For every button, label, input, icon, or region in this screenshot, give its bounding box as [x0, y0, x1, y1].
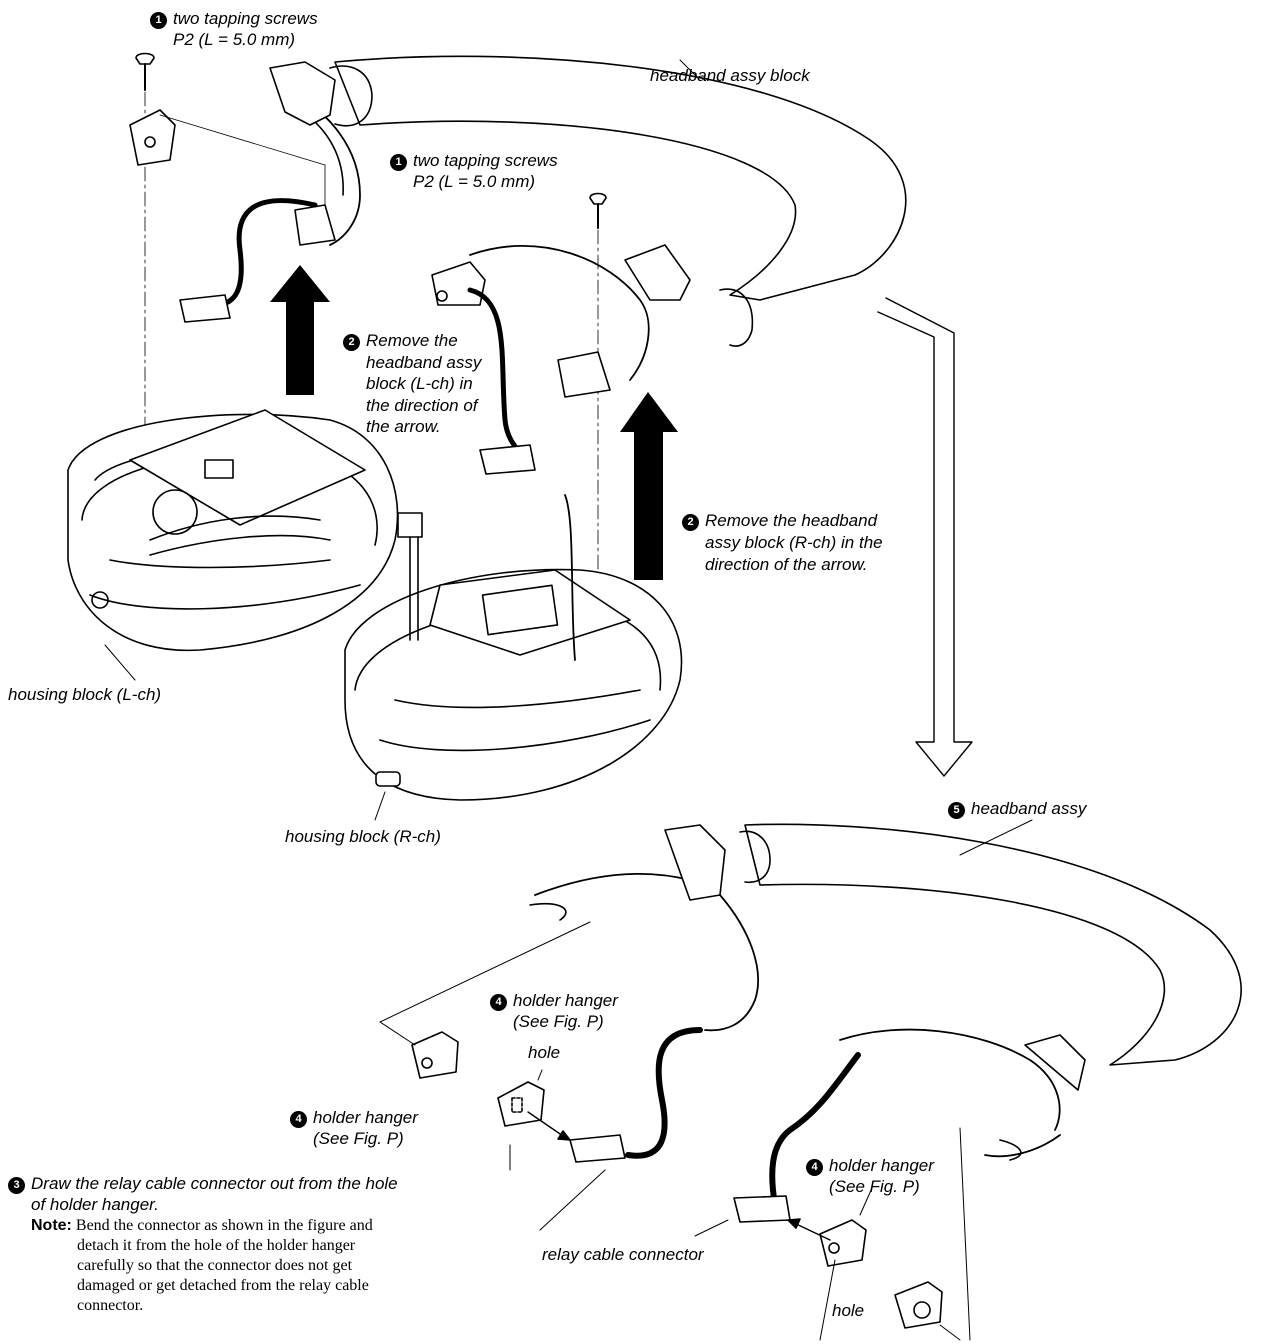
housing-rch-label: housing block (R-ch) — [285, 827, 441, 846]
screws-right-label: 1 two tapping screws P2 (L = 5.0 mm) — [390, 150, 558, 192]
remove-rch-line3: direction of the arrow. — [705, 555, 868, 574]
step-2-marker-left: 2 — [343, 334, 360, 351]
hole-bottom-label: hole — [832, 1301, 865, 1320]
holder-hanger-left-line1: holder hanger — [313, 1108, 418, 1127]
up-arrow-left — [270, 265, 330, 395]
holder-hanger-right-line1: holder hanger — [829, 1156, 934, 1175]
headband-assy-label: 5 headband assy — [948, 798, 1086, 819]
headband-assy-block-label: headband assy block — [650, 66, 810, 85]
remove-lch-line5: the arrow. — [366, 417, 441, 436]
holder-hanger-right-part — [894, 1281, 943, 1329]
housing-block-rch — [344, 494, 683, 801]
remove-lch-line1: Remove the — [366, 331, 458, 350]
hole-top-label: hole — [528, 1043, 561, 1062]
step-5-marker: 5 — [948, 802, 965, 819]
up-arrow-right — [620, 392, 678, 580]
headband-assy-text: headband assy — [971, 799, 1087, 818]
remove-lch-line3: block (L-ch) in — [366, 374, 473, 393]
screws-right-line1: two tapping screws — [413, 151, 558, 170]
step-4-marker-right: 4 — [806, 1159, 823, 1176]
holder-hanger-left-label: 4 holder hanger (See Fig. P) — [290, 1107, 418, 1149]
note-block: Note: Bend the connector as shown in the… — [31, 1216, 373, 1316]
note-line1: Bend the connector as shown in the figur… — [75, 1217, 373, 1234]
screw-left — [135, 52, 155, 481]
headband-assy-block-top — [269, 55, 907, 381]
holder-hanger-top-part — [497, 1081, 545, 1127]
screws-right-line2: P2 (L = 5.0 mm) — [413, 172, 536, 191]
holder-hanger-bottom-part — [819, 1219, 867, 1267]
step-4-marker-top: 4 — [490, 994, 507, 1011]
hollow-arrow-down — [877, 297, 973, 777]
holder-hanger-top-line1: holder hanger — [513, 991, 618, 1010]
holder-hanger-top-line2: (See Fig. P) — [513, 1012, 604, 1031]
step-1-marker: 1 — [150, 12, 167, 29]
step-1-marker-right: 1 — [390, 154, 407, 171]
housing-lch-label: housing block (L-ch) — [8, 685, 162, 704]
holder-hanger-right-label: 4 holder hanger (See Fig. P) — [806, 1155, 934, 1197]
housing-block-lch — [67, 409, 399, 652]
step3-line2: of holder hanger. — [31, 1195, 159, 1214]
holder-hanger-top-label: 4 holder hanger (See Fig. P) — [490, 990, 618, 1032]
relay-cable-connector-label: relay cable connector — [542, 1245, 704, 1264]
remove-lch-instruction: 2 Remove the headband assy block (L-ch) i… — [343, 330, 481, 438]
remove-lch-line2: headband assy — [366, 352, 482, 372]
remove-rch-line1: Remove the headband — [705, 511, 878, 530]
headband-assy-lower — [529, 823, 1242, 1161]
step3-line1: Draw the relay cable connector out from … — [31, 1174, 398, 1193]
holder-hanger-left-part — [411, 1031, 459, 1079]
step-2-marker-right: 2 — [682, 514, 699, 531]
step3-instruction: 3 Draw the relay cable connector out from… — [8, 1173, 398, 1215]
screws-left-label: 1 two tapping screws P2 (L = 5.0 mm) — [150, 8, 318, 50]
note-line3: carefully so that the connector does not… — [77, 1257, 353, 1274]
holder-hanger-left-line2: (See Fig. P) — [313, 1129, 404, 1148]
screws-left-line2: P2 (L = 5.0 mm) — [173, 30, 296, 49]
note-line5: connector. — [77, 1297, 144, 1314]
note-line4: damaged or get detached from the relay c… — [77, 1277, 369, 1294]
remove-rch-line2: assy block (R-ch) in the — [705, 533, 883, 552]
step-3-marker: 3 — [8, 1177, 25, 1194]
note-line2: detach it from the hole of the holder ha… — [77, 1237, 356, 1254]
screws-left-line1: two tapping screws — [173, 9, 318, 28]
remove-lch-line4: the direction of — [366, 395, 478, 415]
remove-rch-instruction: 2 Remove the headband assy block (R-ch) i… — [682, 510, 883, 576]
note-key: Note: — [31, 1217, 72, 1234]
step-4-marker-left: 4 — [290, 1111, 307, 1128]
holder-hanger-right-line2: (See Fig. P) — [829, 1177, 920, 1196]
